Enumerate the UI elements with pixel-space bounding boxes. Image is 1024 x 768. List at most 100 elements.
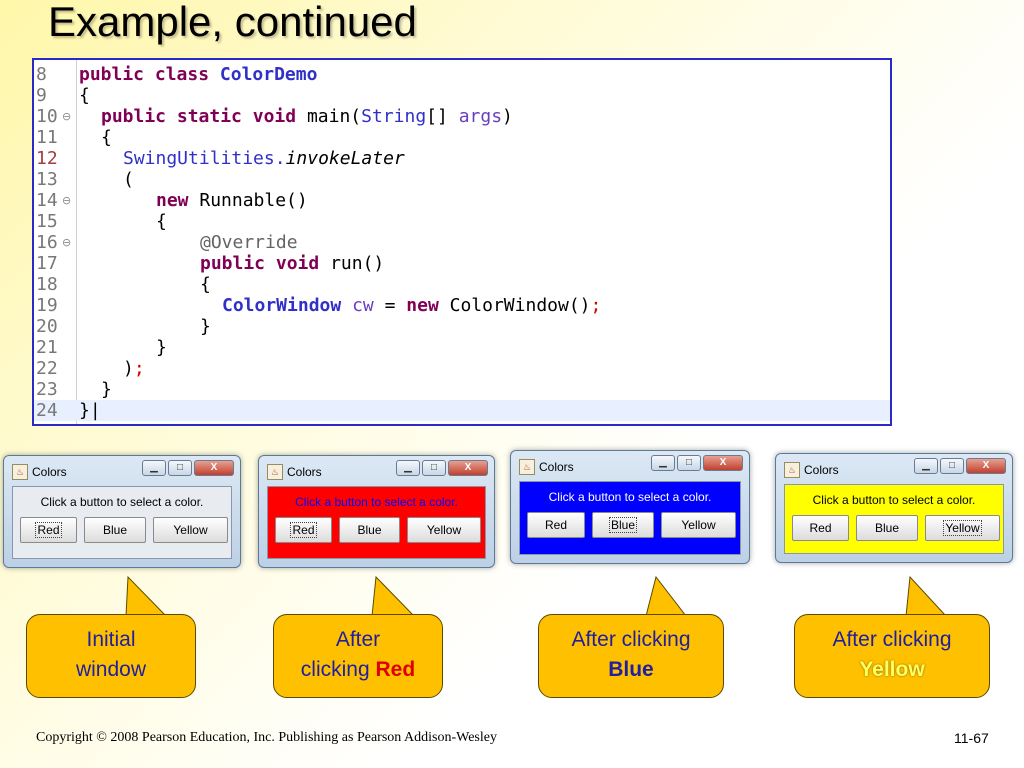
code-line: 17 public void run()	[34, 253, 890, 274]
code-line: 14 ⊖ new Runnable()	[34, 190, 890, 211]
code-text: );	[123, 358, 145, 379]
code-text: @Override	[200, 232, 298, 253]
line-number: 15	[36, 211, 58, 232]
minimize-button[interactable]: ▁	[396, 460, 420, 476]
red-button[interactable]: Red	[527, 512, 585, 538]
line-number-gutter	[34, 60, 77, 424]
callout-initial-window: Initial window	[26, 614, 196, 698]
java-icon: ♨	[267, 464, 283, 480]
window-content-panel: Click a button to select a color. Red Blue…	[267, 486, 486, 559]
yellow-button[interactable]: Yellow	[407, 517, 481, 543]
code-text: (	[123, 169, 134, 190]
java-icon: ♨	[784, 462, 800, 478]
close-button[interactable]: X	[448, 460, 488, 476]
maximize-button[interactable]: □	[677, 455, 701, 471]
red-button[interactable]: Red	[275, 517, 332, 543]
prompt-label: Click a button to select a color.	[295, 495, 458, 509]
blue-button[interactable]: Blue	[856, 515, 918, 541]
button-label: Red	[35, 522, 62, 538]
callout-pointer	[125, 575, 168, 617]
blue-button[interactable]: Blue	[592, 512, 654, 538]
colors-window-yellow: ♨ Colors ▁□X Click a button to select a col…	[775, 453, 1013, 563]
fold-toggle-icon[interactable]: ⊖	[62, 110, 72, 123]
prompt-label: Click a button to select a color.	[812, 493, 976, 507]
line-number: 23	[36, 379, 58, 400]
yellow-button[interactable]: Yellow	[153, 517, 228, 543]
button-label: Red	[290, 522, 317, 538]
close-button[interactable]: X	[966, 458, 1006, 474]
red-button[interactable]: Red	[792, 515, 849, 541]
button-label: Blue	[874, 521, 900, 535]
window-title: Colors	[539, 460, 574, 474]
minimize-button[interactable]: ▁	[142, 460, 166, 476]
code-text: {	[200, 274, 211, 295]
yellow-button[interactable]: Yellow	[661, 512, 736, 538]
callout-highlight-yellow: Yellow	[859, 658, 925, 681]
code-line: 22);	[34, 358, 890, 379]
code-text: SwingUtilities.invokeLater	[123, 148, 405, 169]
line-number: 16	[36, 232, 58, 253]
blue-button[interactable]: Blue	[84, 517, 146, 543]
line-number: 18	[36, 274, 58, 295]
button-label: Blue	[357, 523, 382, 537]
code-text: public class ColorDemo	[79, 64, 318, 85]
blue-button[interactable]: Blue	[339, 517, 400, 543]
line-number: 24	[36, 400, 58, 421]
callout-pointer	[371, 575, 416, 617]
callout-line: After clicking	[571, 628, 691, 651]
java-icon: ♨	[12, 464, 28, 480]
minimize-button[interactable]: ▁	[914, 458, 938, 474]
callout-after-blue: After clicking Blue	[538, 614, 724, 698]
button-label: Red	[809, 521, 832, 535]
button-label: Yellow	[943, 520, 982, 536]
code-line: 10⊖public static void main(String[] args…	[34, 106, 890, 127]
line-number: 12	[36, 148, 58, 169]
fold-toggle-icon[interactable]: ⊖	[62, 236, 72, 249]
line-number: 10	[36, 106, 58, 127]
callout-line: window	[75, 658, 147, 681]
callout-pointer	[645, 575, 688, 617]
maximize-button[interactable]: □	[168, 460, 192, 476]
window-content-panel: Click a button to select a color. Red Blue…	[784, 484, 1004, 554]
maximize-button[interactable]: □	[422, 460, 446, 476]
code-line: 24}|	[34, 400, 890, 421]
callout-line: After	[335, 628, 381, 651]
line-number: 19	[36, 295, 58, 316]
line-number: 22	[36, 358, 58, 379]
java-icon: ♨	[519, 459, 535, 475]
window-title: Colors	[32, 465, 67, 479]
code-line: 11{	[34, 127, 890, 148]
button-label: Yellow	[173, 523, 208, 537]
button-label: Yellow	[426, 523, 462, 537]
code-line: 23}	[34, 379, 890, 400]
code-text: public void run()	[200, 253, 385, 274]
code-line: 20}	[34, 316, 890, 337]
code-line: 9{	[34, 85, 890, 106]
window-title: Colors	[804, 463, 839, 477]
code-text: }	[101, 379, 112, 400]
code-text: {	[156, 211, 167, 232]
copyright-footer: Copyright © 2008 Pearson Education, Inc.…	[36, 730, 497, 745]
code-line: 18 {	[34, 274, 890, 295]
code-text: {	[79, 85, 90, 106]
red-button[interactable]: Red	[20, 517, 77, 543]
code-line: 21}	[34, 337, 890, 358]
yellow-button[interactable]: Yellow	[925, 515, 1000, 541]
line-number: 13	[36, 169, 58, 190]
close-button[interactable]: X	[703, 455, 743, 471]
line-number: 17	[36, 253, 58, 274]
code-text: {	[101, 127, 112, 148]
line-number: 14	[36, 190, 58, 211]
button-label: Red	[544, 518, 567, 532]
fold-toggle-icon[interactable]: ⊖	[62, 194, 72, 207]
page-number: 11-67	[954, 730, 989, 746]
callout-after-red: After clicking Red	[273, 614, 443, 698]
close-button[interactable]: X	[194, 460, 234, 476]
maximize-button[interactable]: □	[940, 458, 964, 474]
minimize-button[interactable]: ▁	[651, 455, 675, 471]
code-text: ColorWindow cw = new ColorWindow();	[222, 295, 602, 316]
code-text: new Runnable()	[156, 190, 308, 211]
